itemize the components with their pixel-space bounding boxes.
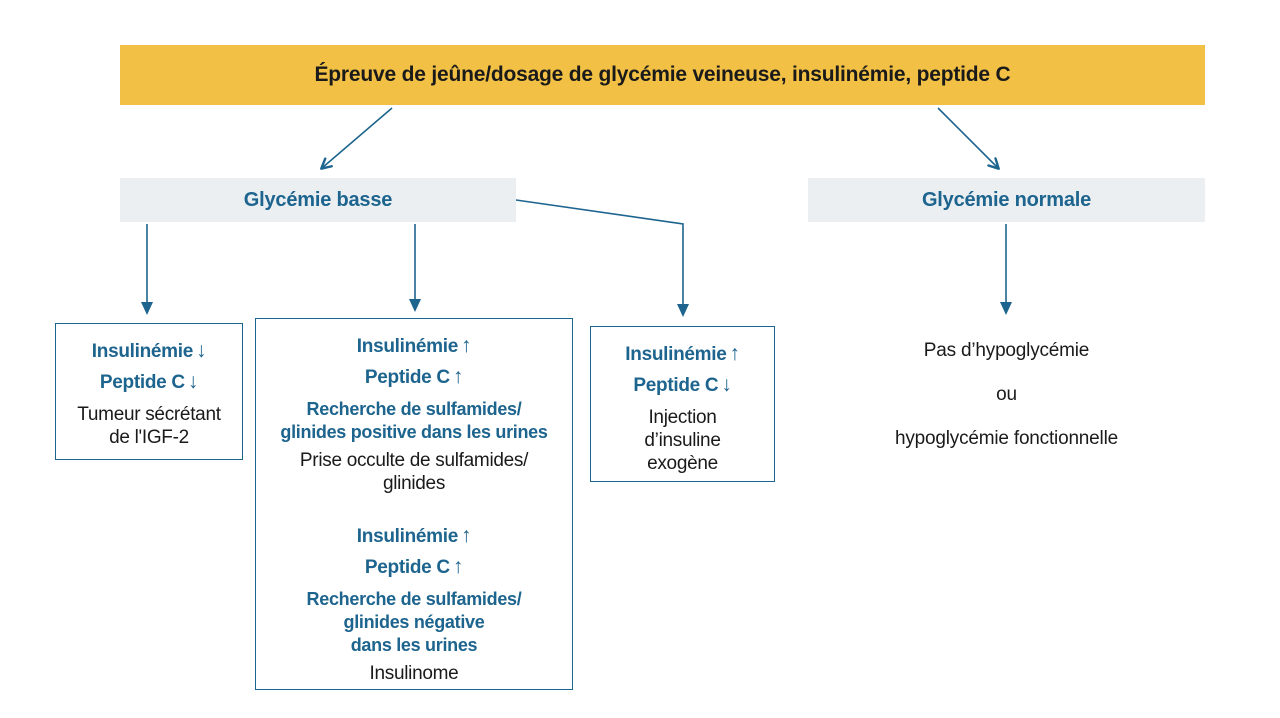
arrow-header-to-glycemie-normale [937,107,1000,170]
arrow-basse-to-exogene-box [515,199,689,317]
marker-row: Peptide C↑ [256,362,572,393]
outcome-box-insuline-exogene: Insulinémie↑ Peptide C↓ Injection d’insu… [590,326,775,482]
diagnosis-line: glinides [382,473,446,494]
section-urines-negative: Insulinémie↑ Peptide C↑ Recherche de sul… [256,521,572,685]
outcome-box-igf2: Insulinémie↓ Peptide C↓ Tumeur sécrétant… [55,323,243,460]
marker-row: Insulinémie↑ [256,521,572,552]
outcome-line: Pas d’hypoglycémie [923,340,1090,361]
outcome-box-urines: Insulinémie↑ Peptide C↑ Recherche de sul… [255,318,573,690]
finding-text: Recherche de sulfamides/ glinides positi… [256,398,572,444]
marker-row: Insulinémie↓ [56,336,242,367]
diagnosis-line: exogène [647,453,718,474]
marker-row: Insulinémie↑ [256,331,572,362]
finding-line: Recherche de sulfamides/ [306,589,522,609]
finding-line: glinides positive dans les urines [280,422,548,442]
diagnosis-line: Insulinome [369,663,459,684]
up-arrow-glyph: ↑ [461,524,472,547]
branch-glycemie-normale: Glycémie normale [808,178,1205,222]
marker-label: Insulinémie [356,526,459,547]
marker-row: Insulinémie↑ [591,339,774,370]
marker-label: Peptide C [99,372,185,393]
marker-label: Peptide C [633,375,719,396]
down-arrow-glyph: ↓ [196,339,207,362]
outcome-line: hypoglycémie fonctionnelle [895,428,1118,449]
finding-line: Recherche de sulfamides/ [306,399,522,419]
normal-outcome-text: Pas d’hypoglycémie ou hypoglycémie fonct… [846,340,1167,472]
finding-line: dans les urines [350,635,478,655]
outcome-line: ou [996,384,1017,405]
header-box: Épreuve de jeûne/dosage de glycémie vein… [120,45,1205,105]
marker-label: Insulinémie [91,341,194,362]
finding-line: glinides négative [343,612,485,632]
diagnosis-line: Prise occulte de sulfamides/ [299,450,529,471]
diagnosis-text: Insulinome [256,662,572,685]
diagnosis-text: Injection d’insuline exogène [591,406,774,475]
diagnosis-line: Injection [648,407,717,428]
branch-glycemie-basse: Glycémie basse [120,178,516,222]
marker-label: Peptide C [364,557,450,578]
up-arrow-glyph: ↑ [461,334,472,357]
down-arrow-glyph: ↓ [187,370,199,393]
marker-label: Insulinémie [625,344,727,365]
marker-label: Peptide C [364,367,450,388]
diagnosis-line: Tumeur sécrétant [77,404,221,425]
header-title: Épreuve de jeûne/dosage de glycémie vein… [314,63,1011,86]
down-arrow-glyph: ↓ [721,373,732,396]
finding-text: Recherche de sulfamides/ glinides négati… [256,588,572,657]
marker-row: Peptide C↓ [56,367,242,398]
branch-label: Glycémie basse [243,188,393,211]
marker-label: Insulinémie [356,336,459,357]
diagnosis-line: de l'IGF-2 [109,427,189,448]
diagnosis-text: Tumeur sécrétant de l'IGF-2 [56,403,242,449]
marker-row: Peptide C↑ [256,552,572,583]
arrow-header-to-glycemie-basse [320,107,393,170]
up-arrow-glyph: ↑ [729,342,741,365]
branch-label: Glycémie normale [921,188,1092,211]
marker-row: Peptide C↓ [591,370,774,401]
up-arrow-glyph: ↑ [452,555,464,578]
section-urines-positive: Insulinémie↑ Peptide C↑ Recherche de sul… [256,331,572,495]
diagnosis-line: d’insuline [644,430,721,451]
diagnosis-text: Prise occulte de sulfamides/ glinides [256,449,572,495]
up-arrow-glyph: ↑ [452,365,464,388]
